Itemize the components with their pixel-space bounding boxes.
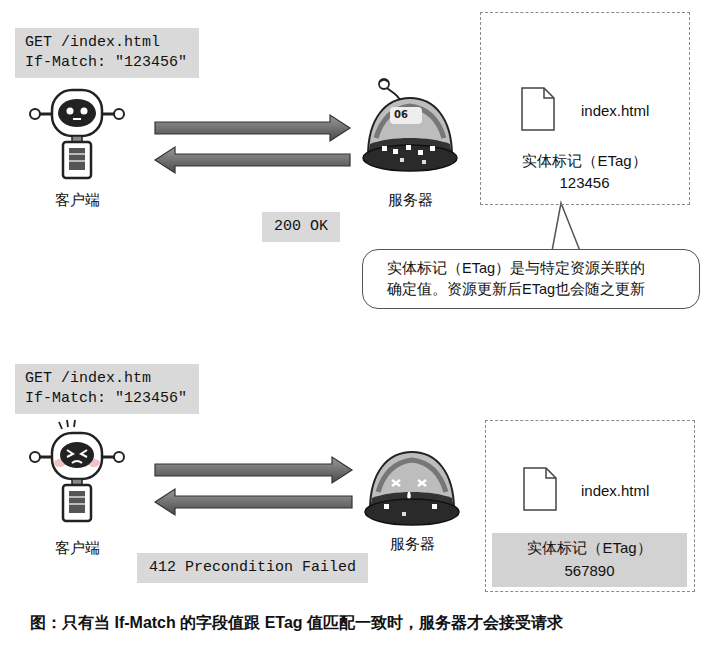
- node-text: 实体标记（ETag）: [481, 151, 688, 171]
- node-text: GET /index.htm: [25, 369, 187, 389]
- status-label: 200 OK: [262, 212, 340, 242]
- node-text: 实体标记（ETag）: [492, 538, 687, 558]
- node-text: 123456: [481, 173, 688, 193]
- figure-caption: 图：只有当 If-Match 的字段值跟 ETag 值匹配一致时，服务器才会接受…: [30, 612, 563, 634]
- server-robot-refusing: [365, 452, 459, 525]
- node-text: 服务器: [360, 190, 460, 210]
- file-icon: [524, 468, 556, 510]
- request-box: GET /index.htmlIf-Match: "123456": [15, 28, 199, 78]
- client-figure: 客户端: [30, 82, 125, 214]
- block-arrow: [155, 147, 350, 173]
- node-text: index.html: [581, 481, 649, 501]
- client-figure: 客户端: [30, 425, 125, 562]
- client-robot-worried: [30, 420, 124, 521]
- server-robot: [363, 79, 457, 171]
- resource-box: 实体标记（ETag） 567890 index.html: [485, 420, 695, 592]
- block-arrow: [155, 489, 352, 515]
- node-text: If-Match: "123456": [25, 389, 187, 409]
- node-text: 实体标记（ETag）是与特定资源关联的 确定值。资源更新后ETag也会随之更新: [387, 258, 675, 300]
- robot-number: 06: [394, 109, 408, 121]
- status-label: 412 Precondition Failed: [137, 553, 368, 583]
- block-arrow: [155, 115, 350, 141]
- node-text: 服务器: [362, 534, 462, 554]
- request-box: GET /index.htmIf-Match: "123456": [15, 364, 199, 414]
- server-figure: 服务器: [360, 78, 460, 214]
- node-text: index.html: [581, 101, 649, 121]
- node-text: If-Match: "123456": [25, 53, 187, 73]
- node-text: GET /index.html: [25, 33, 187, 53]
- callout-tail: [552, 203, 580, 251]
- etag-band: 实体标记（ETag） 567890: [492, 533, 687, 587]
- node-text: 客户端: [30, 538, 125, 558]
- node-text: 567890: [492, 561, 687, 581]
- node-text: 客户端: [30, 190, 125, 210]
- block-arrow: [155, 457, 352, 483]
- resource-box: index.html 实体标记（ETag）123456: [480, 12, 690, 205]
- client-robot: [30, 90, 124, 178]
- server-figure: 服务器: [362, 430, 462, 564]
- callout-bubble: 实体标记（ETag）是与特定资源关联的 确定值。资源更新后ETag也会随之更新: [362, 249, 700, 309]
- file-icon: [522, 88, 554, 130]
